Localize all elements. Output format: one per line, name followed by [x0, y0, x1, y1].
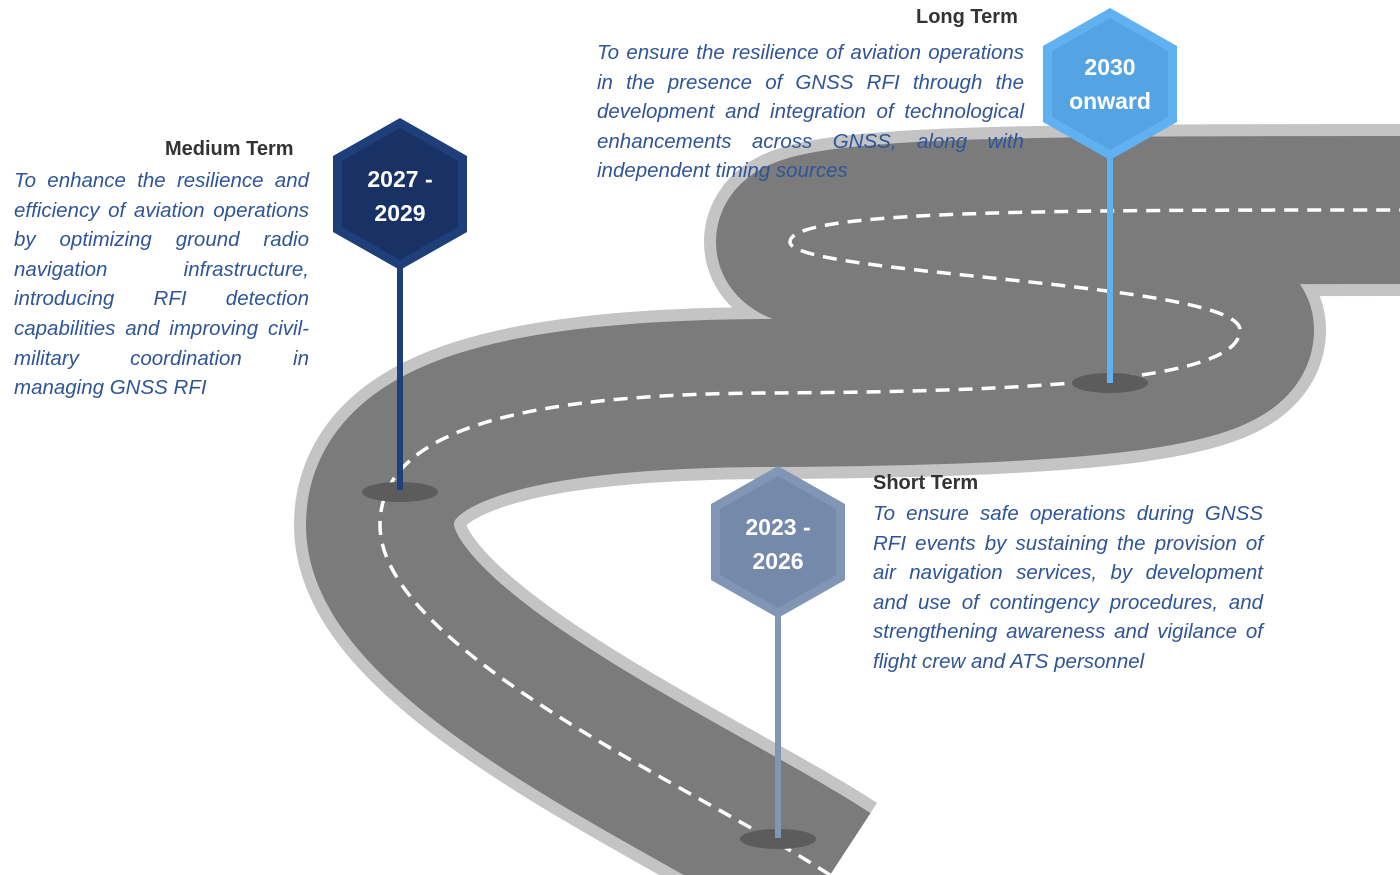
- hexagon-badge-inner: [720, 476, 836, 608]
- pin-base-shadow: [362, 482, 438, 502]
- short-term-years-line1: 2023 -: [745, 514, 811, 540]
- medium-term-title: Medium Term: [165, 138, 294, 160]
- long-term-marker: [1043, 8, 1177, 393]
- pin-base-shadow: [740, 829, 816, 849]
- medium-term-years: 2027 - 2029: [345, 162, 455, 230]
- long-term-years-line2: onward: [1069, 88, 1151, 114]
- medium-term-marker: [333, 118, 467, 502]
- pin-pole: [1107, 155, 1113, 383]
- medium-term-years-line2: 2029: [374, 200, 426, 226]
- long-term-years: 2030 onward: [1055, 50, 1165, 118]
- road-surface: [306, 136, 1400, 875]
- hexagon-badge-inner: [1052, 18, 1168, 150]
- long-term-description: To ensure the resilience of aviation ope…: [597, 41, 1024, 183]
- long-term-title: Long Term: [916, 6, 1018, 28]
- pin-pole: [775, 613, 781, 838]
- hexagon-badge-inner: [342, 128, 458, 260]
- short-term-years: 2023 - 2026: [723, 510, 833, 578]
- long-term-years-line1: 2030: [1084, 54, 1136, 80]
- short-term-description: To ensure safe operations during GNSS RF…: [873, 502, 1263, 673]
- medium-term-description: To enhance the resilience and efficiency…: [14, 169, 309, 400]
- short-term-marker: [711, 466, 845, 849]
- medium-term-years-line1: 2027 -: [367, 166, 433, 192]
- pin-pole: [397, 265, 403, 490]
- short-term-title: Short Term: [873, 472, 979, 494]
- short-term-years-line2: 2026: [752, 548, 804, 574]
